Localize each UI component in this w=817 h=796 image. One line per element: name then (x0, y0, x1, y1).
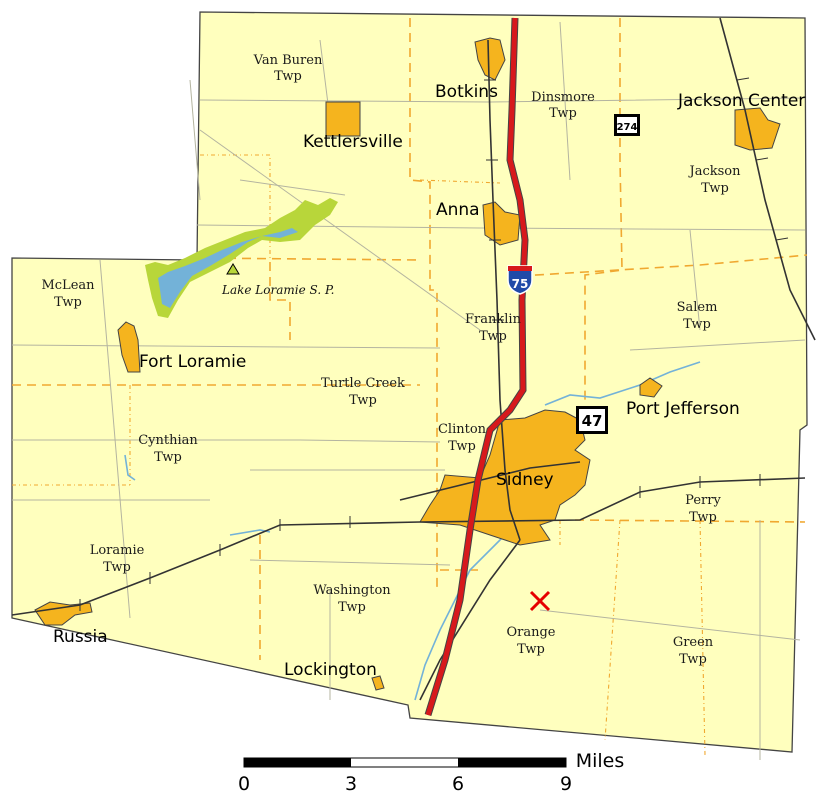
city-anna-label: Anna (436, 200, 480, 220)
twp-franklin-suffix: Twp (479, 329, 507, 344)
township-labels: Van Buren Twp Dinsmore Twp Jackson Twp M… (41, 53, 741, 667)
interstate-75-label: 75 (512, 277, 529, 291)
city-labels: Botkins Jackson Center Kettlersville Ann… (53, 82, 805, 680)
twp-perry-name: Perry (685, 493, 721, 508)
scale-tick-0: 0 (238, 773, 250, 795)
twp-washington-name: Washington (313, 583, 391, 598)
city-kettlersville-label: Kettlersville (303, 132, 403, 152)
scale-tick-3: 3 (345, 773, 357, 795)
x-marker-icon (529, 590, 551, 612)
twp-dinsmore-name: Dinsmore (531, 90, 595, 105)
city-lockington-label: Lockington (284, 660, 377, 680)
twp-orange-suffix: Twp (517, 642, 545, 657)
twp-jackson-suffix: Twp (701, 181, 729, 196)
twp-clinton-suffix: Twp (448, 439, 476, 454)
port-jefferson-urban (639, 377, 663, 398)
twp-perry-suffix: Twp (689, 510, 717, 525)
twp-van-buren-suffix: Twp (274, 69, 302, 84)
twp-van-buren-name: Van Buren (253, 53, 323, 68)
twp-clinton-name: Clinton (438, 422, 487, 437)
lake-loramie (145, 198, 338, 318)
twp-cynthian-suffix: Twp (154, 450, 182, 465)
kettlersville-urban (325, 101, 361, 137)
scale-bar: Miles 0 3 6 9 (238, 750, 624, 795)
city-botkins-label: Botkins (435, 82, 498, 102)
twp-orange-name: Orange (506, 625, 555, 640)
state-route-shield-icon: 274 (614, 114, 640, 136)
twp-washington-suffix: Twp (338, 600, 366, 615)
twp-cynthian-name: Cynthian (138, 433, 198, 448)
twp-green-suffix: Twp (679, 652, 707, 667)
railroads (11, 17, 816, 701)
russia-urban (34, 601, 93, 626)
twp-loramie-suffix: Twp (103, 560, 131, 575)
city-sidney-label: Sidney (496, 470, 554, 490)
twp-mclean-name: McLean (41, 278, 95, 293)
botkins-urban (474, 37, 506, 81)
anna-urban (482, 201, 521, 246)
twp-turtle-creek-name: Turtle Creek (321, 376, 405, 391)
scale-tick-6: 6 (452, 773, 464, 795)
scale-unit-label: Miles (576, 750, 625, 772)
urban-areas (34, 37, 781, 691)
route-274-label: 274 (617, 122, 638, 133)
interstate-75-road-fill (425, 17, 528, 716)
city-jackson-center-label: Jackson Center (677, 91, 805, 111)
lockington-urban (371, 675, 385, 691)
interstate-shield-icon: 75 (507, 265, 533, 295)
city-fort-loramie-label: Fort Loramie (139, 352, 246, 372)
twp-mclean-suffix: Twp (54, 295, 82, 310)
twp-franklin-name: Franklin (465, 312, 522, 327)
park-triangle-icon (226, 263, 240, 275)
fort-loramie-urban (117, 321, 141, 373)
twp-salem-suffix: Twp (683, 317, 711, 332)
twp-dinsmore-suffix: Twp (549, 106, 577, 121)
twp-jackson-name: Jackson (688, 164, 742, 179)
twp-salem-name: Salem (677, 300, 718, 315)
railroad-ticks (79, 77, 789, 611)
city-russia-label: Russia (53, 627, 108, 647)
county-land (11, 11, 808, 753)
twp-turtle-creek-suffix: Twp (349, 393, 377, 408)
twp-green-name: Green (673, 635, 714, 650)
scale-tick-9: 9 (560, 773, 572, 795)
state-route-47-shield-icon: 47 (576, 406, 608, 434)
lake-loramie-park-label: Lake Loramie S. P. (221, 283, 334, 297)
city-port-jefferson-label: Port Jefferson (626, 399, 740, 419)
twp-loramie-name: Loramie (90, 543, 145, 558)
route-47-label: 47 (582, 412, 603, 430)
